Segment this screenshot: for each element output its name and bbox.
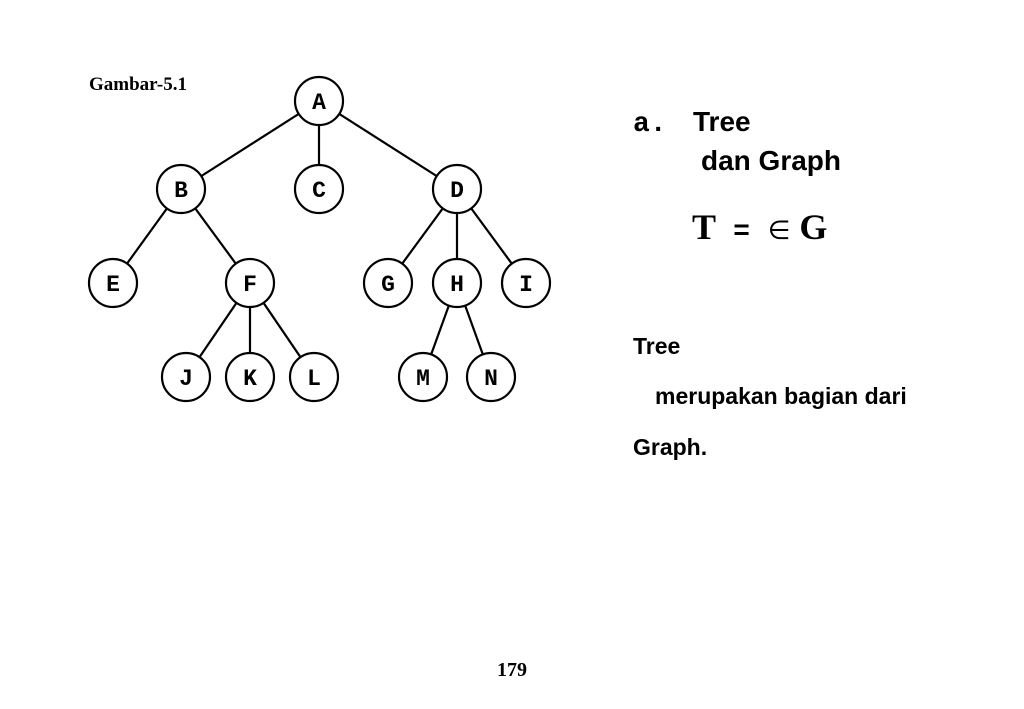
heading-line2: dan Graph bbox=[701, 145, 842, 176]
formula: T = ∈ G bbox=[692, 206, 827, 248]
node-circle bbox=[87, 257, 139, 309]
tree-nodes: A B C D E F G H I J K L M N bbox=[87, 75, 552, 403]
node-label: F bbox=[243, 272, 257, 298]
node-circle bbox=[397, 351, 449, 403]
node-label: N bbox=[484, 366, 498, 392]
node-circle bbox=[431, 163, 483, 215]
node-circle bbox=[224, 257, 276, 309]
formula-right: G bbox=[799, 207, 828, 247]
figure-label: Gambar-5.1 bbox=[89, 74, 187, 95]
formula-left: T bbox=[692, 207, 716, 247]
node-circle bbox=[288, 351, 340, 403]
node-circle bbox=[224, 351, 276, 403]
node-circle bbox=[431, 257, 483, 309]
node-label: H bbox=[450, 272, 464, 298]
node-label: I bbox=[519, 272, 533, 298]
node-label: G bbox=[381, 272, 395, 298]
description-line1: Tree bbox=[633, 333, 681, 359]
description-line2: merupakan bagian dari bbox=[655, 383, 907, 409]
node-label: L bbox=[307, 366, 321, 392]
node-e: E bbox=[87, 257, 139, 309]
formula-equals: = bbox=[733, 214, 750, 245]
section-heading: a. Tree dan Graph bbox=[633, 104, 841, 179]
node-circle bbox=[293, 75, 345, 127]
node-circle bbox=[362, 257, 414, 309]
node-f: F bbox=[224, 257, 276, 309]
edge-a-b bbox=[180, 100, 320, 190]
tree-edges bbox=[112, 100, 527, 378]
node-b: B bbox=[155, 163, 207, 215]
node-label: J bbox=[179, 366, 193, 392]
node-circle bbox=[500, 257, 552, 309]
node-d: D bbox=[431, 163, 483, 215]
node-circle bbox=[293, 163, 345, 215]
node-l: L bbox=[288, 351, 340, 403]
node-label: B bbox=[174, 178, 188, 204]
node-label: K bbox=[243, 366, 257, 392]
page-number: 179 bbox=[497, 659, 527, 681]
node-c: C bbox=[293, 163, 345, 215]
heading-line1: Tree bbox=[693, 106, 751, 137]
tree-diagram: A B C D E F G H I J K L M N bbox=[87, 75, 552, 403]
node-circle bbox=[155, 163, 207, 215]
node-a: A bbox=[293, 75, 345, 127]
node-m: M bbox=[397, 351, 449, 403]
description-line3: Graph. bbox=[633, 434, 708, 460]
node-label: C bbox=[312, 178, 326, 204]
node-circle bbox=[160, 351, 212, 403]
node-label: A bbox=[312, 90, 326, 116]
node-i: I bbox=[500, 257, 552, 309]
node-label: M bbox=[416, 366, 430, 392]
node-j: J bbox=[160, 351, 212, 403]
heading-marker: a. bbox=[633, 109, 667, 140]
node-n: N bbox=[465, 351, 517, 403]
node-label: E bbox=[106, 272, 120, 298]
node-circle bbox=[465, 351, 517, 403]
node-k: K bbox=[224, 351, 276, 403]
edge-a-d bbox=[318, 100, 458, 190]
node-h: H bbox=[431, 257, 483, 309]
formula-element-of: ∈ bbox=[767, 216, 791, 246]
node-g: G bbox=[362, 257, 414, 309]
node-label: D bbox=[450, 178, 464, 204]
